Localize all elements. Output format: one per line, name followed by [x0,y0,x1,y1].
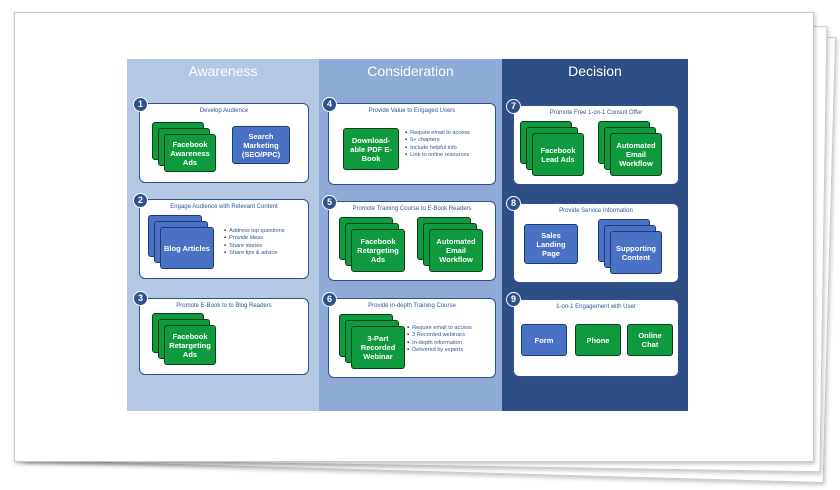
automated-email-workflow-stack: Automated Email Workflow [417,217,483,272]
facebook-awareness-ads-stack: Facebook Awareness Ads [152,122,216,172]
consideration-column: Consideration Provide Value to Engaged U… [319,59,502,411]
facebook-retargeting-ads-stack: Facebook Retargeting Ads [152,313,216,365]
supporting-content-box: Supporting Content [610,231,662,274]
bullet-item: Require email to access [407,325,472,332]
form-box: Form [521,324,567,356]
step-title: Provide in-depth Training Course [368,303,456,309]
step-title: Provide Value to Engaged Users [368,108,456,114]
funnel-diagram: Awareness Develop Audience Facebook Awar… [127,59,688,411]
bullet-item: Share tips & advice [224,250,285,257]
supporting-content-stack: Supporting Content [598,219,662,274]
step-number-badge: 5 [322,195,337,210]
bullet-item: Link to online resources [405,152,470,159]
step-title: Promote E-Book to to Blog Readers [176,303,272,309]
step-card-9: 1-on-1 Engagement with User Form Phone O… [513,299,679,377]
facebook-awareness-ads-box: Facebook Awareness Ads [164,134,216,172]
bullet-item: Include helpful info [405,145,470,152]
bullet-item: 3 Recorded webinars [407,332,472,339]
facebook-retargeting-ads-box: Facebook Retargeting Ads [164,325,216,365]
step-title: Promote Training Course to E-Book Reader… [352,206,472,212]
automated-email-workflow-stack: Automated Email Workflow [598,121,662,176]
facebook-lead-ads-stack: Facebook Lead Ads [520,121,584,176]
recorded-webinar-box: 3-Part Recorded Webinar [351,326,405,369]
step-card-1: Develop Audience Facebook Awareness Ads … [139,103,309,183]
step-card-6: Provide in-depth Training Course 3-Part … [328,298,496,378]
consideration-column-title: Consideration [367,63,454,79]
webinar-bullets: Require email to access 3 Recorded webin… [407,325,472,355]
phone-box: Phone [575,324,621,356]
step-title: 1-on-1 Engagement with User [556,304,636,310]
step-title: Promote Free 1-on-1 Consult Offer [549,110,643,116]
awareness-column-title: Awareness [188,63,258,79]
bullet-item: 5+ chapters [405,137,470,144]
decision-column: Decision Promote Free 1-on-1 Consult Off… [502,59,688,411]
step-number-badge: 3 [133,291,148,306]
bullet-item: Share stories [224,243,285,250]
automated-email-workflow-box: Automated Email Workflow [610,133,662,176]
facebook-retargeting-ads-stack: Facebook Retargeting Ads [339,217,405,272]
step-card-5: Promote Training Course to E-Book Reader… [328,201,496,281]
step-title: Develop Audience [199,108,249,114]
search-marketing-box: Search Marketing (SEO/PPC) [232,126,290,164]
step-number-badge: 6 [322,292,337,307]
decision-column-title: Decision [568,63,622,79]
online-chat-box: Online Chat [627,324,673,356]
step-card-2: Engage Audience with Relevant Content Bl… [139,199,309,279]
step-number-badge: 8 [506,196,521,211]
step-number-badge: 2 [133,193,148,208]
bullet-item: Provide ideas [224,235,285,242]
ebook-bullets: Require email to access 5+ chapters Incl… [405,130,470,160]
automated-email-workflow-box: Automated Email Workflow [429,229,483,272]
step-title: Engage Audience with Relevant Content [170,204,278,210]
step-number-badge: 7 [506,99,521,114]
awareness-column: Awareness Develop Audience Facebook Awar… [127,59,319,411]
blog-articles-box: Blog Articles [160,227,214,269]
step-card-3: Promote E-Book to to Blog Readers Facebo… [139,298,309,375]
step-card-8: Provide Service Information Sales Landin… [513,203,679,283]
blog-articles-bullets: Address top questions Provide ideas Shar… [224,228,285,258]
step-number-badge: 1 [133,97,148,112]
step-card-7: Promote Free 1-on-1 Consult Offer Facebo… [513,105,679,185]
bullet-item: In-depth information [407,340,472,347]
step-card-4: Provide Value to Engaged Users Download-… [328,103,496,185]
sales-landing-page-box: Sales Landing Page [524,224,578,264]
recorded-webinar-stack: 3-Part Recorded Webinar [339,314,405,369]
step-title: Provide Service Information [559,208,633,214]
step-number-badge: 9 [506,292,521,307]
downloadable-ebook-box: Download-able PDF E-Book [343,128,399,170]
step-number-badge: 4 [322,97,337,112]
bullet-item: Require email to access [405,130,470,137]
facebook-retargeting-ads-box: Facebook Retargeting Ads [351,229,405,272]
blog-articles-stack: Blog Articles [148,215,214,270]
facebook-lead-ads-box: Facebook Lead Ads [532,133,584,176]
bullet-item: Address top questions [224,228,284,235]
bullet-item: Delivered by experts [407,347,472,354]
